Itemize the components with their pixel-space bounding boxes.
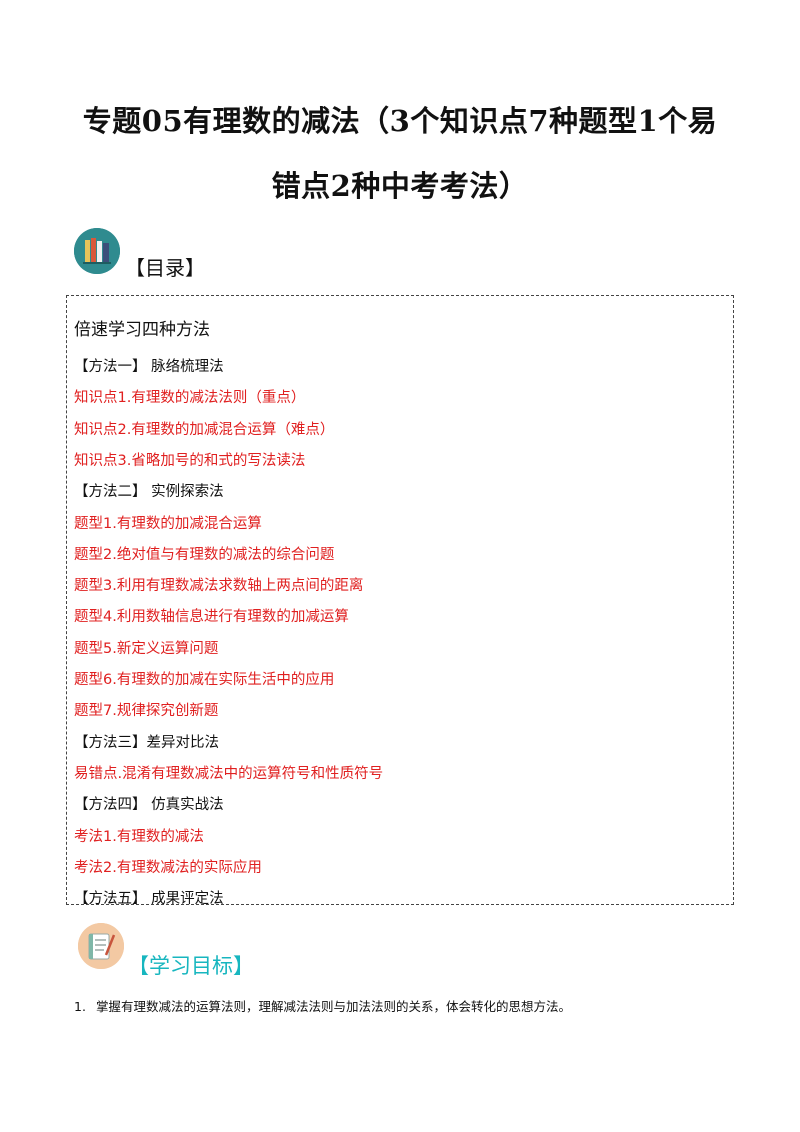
toc-item: 【方法三】差异对比法 — [74, 734, 219, 751]
toc-item: 题型3.利用有理数减法求数轴上两点间的距离 — [74, 578, 364, 595]
toc-item: 考法2.有理数减法的实际应用 — [74, 859, 262, 876]
toc-item: 考法1.有理数的减法 — [74, 828, 204, 845]
toc-item: 【方法二】 实例探索法 — [74, 484, 224, 501]
toc-box — [66, 295, 734, 905]
toc-item: 易错点.混淆有理数减法中的运算符号和性质符号 — [74, 765, 384, 782]
toc-subtitle: 倍速学习四种方法 — [74, 320, 210, 340]
learning-goal-text: 掌握有理数减法的运算法则，理解减法法则与加法法则的关系，体会转化的思想方法。 — [96, 999, 572, 1014]
learning-goals-heading: 【学习目标】 — [128, 954, 254, 978]
toc-item: 知识点2.有理数的加减混合运算（难点） — [74, 421, 335, 438]
toc-item: 题型1.有理数的加减混合运算 — [74, 515, 262, 532]
learning-goal-item: 1. 掌握有理数减法的运算法则，理解减法法则与加法法则的关系，体会转化的思想方法。 — [74, 996, 571, 1015]
notebook-pencil-icon-graphic — [78, 923, 124, 969]
books-icon-graphic — [74, 228, 120, 274]
toc-item: 题型2.绝对值与有理数的减法的综合问题 — [74, 546, 335, 563]
toc-item: 题型4.利用数轴信息进行有理数的加减运算 — [74, 609, 349, 626]
toc-item: 知识点1.有理数的减法法则（重点） — [74, 390, 306, 407]
notebook-pencil-icon — [78, 923, 124, 969]
toc-item: 【方法四】 仿真实战法 — [74, 797, 224, 814]
page-title-line-1: 专题05有理数的减法（3个知识点7种题型1个易 — [82, 104, 718, 138]
learning-goal-number: 1. — [74, 999, 86, 1014]
toc-item: 题型6.有理数的加减在实际生活中的应用 — [74, 672, 335, 688]
toc-item: 知识点3.省略加号的和式的写法读法 — [74, 452, 306, 469]
page-title-line-2: 错点2种中考考法） — [271, 169, 529, 203]
toc-item: 题型5.新定义运算问题 — [74, 640, 219, 657]
toc-item: 题型7.规律探究创新题 — [74, 703, 219, 720]
toc-item: 【方法一】 脉络梳理法 — [74, 359, 224, 375]
toc-item: 【方法五】 成果评定法 — [74, 891, 224, 908]
toc-heading: 【目录】 — [125, 256, 205, 280]
books-icon — [74, 228, 120, 274]
